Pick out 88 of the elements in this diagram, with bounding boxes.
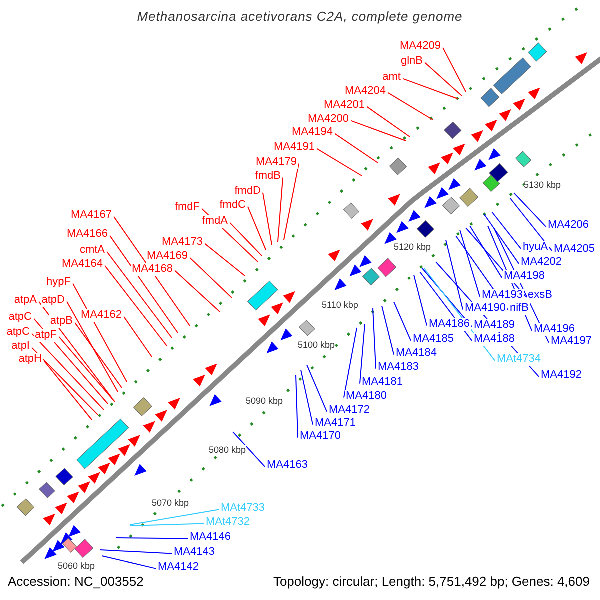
- leader-line: [446, 240, 464, 310]
- leader-line: [38, 301, 112, 398]
- genome-summary-text: Topology: circular; Length: 5,751,492 bp; Genes: 4,609: [273, 574, 590, 590]
- leader-line: [350, 120, 406, 142]
- gene-label: atpC: [8, 311, 33, 324]
- leader-line: [116, 538, 188, 540]
- gene-label: exsB: [527, 289, 554, 302]
- leader-line: [484, 214, 520, 264]
- leader-line: [100, 550, 172, 554]
- leader-line: [366, 106, 410, 138]
- leader-line: [372, 308, 376, 370]
- leader-line: [44, 360, 92, 420]
- gene-label: atpC: [6, 326, 31, 339]
- scale-label: 5090 kbp: [246, 396, 284, 407]
- gene-label: MA4198: [503, 270, 546, 283]
- leader-line: [334, 133, 378, 164]
- leader-line: [422, 268, 472, 328]
- gene-label: MA4179: [255, 156, 298, 169]
- leader-line: [58, 336, 116, 402]
- leader-line: [110, 235, 178, 334]
- scale-label: 5060 kbp: [58, 561, 96, 572]
- leader-line: [204, 243, 246, 276]
- gene-label: hyuA: [522, 241, 550, 254]
- leader-line: [382, 306, 394, 356]
- scale-label: 5120 kbp: [394, 242, 432, 253]
- leader-line: [102, 556, 156, 570]
- gene-label: MA4168: [131, 263, 174, 276]
- leader-line: [248, 206, 266, 250]
- leader-line: [460, 230, 480, 298]
- leader-line: [442, 47, 466, 92]
- gene-label: atpH: [18, 353, 43, 366]
- leader-line: [130, 509, 220, 526]
- gene-label: MA4193: [481, 289, 524, 302]
- leader-line: [104, 265, 168, 346]
- leader-line: [124, 316, 152, 358]
- leader-line: [402, 78, 458, 100]
- gene-label: nifB: [509, 302, 530, 315]
- scale-label: 5080 kbp: [209, 445, 246, 456]
- scale-label: 5110 kbp: [322, 300, 358, 311]
- leader-line: [32, 347, 98, 416]
- gene-label: MA4169: [146, 250, 189, 263]
- gene-label: MA4186: [428, 318, 471, 331]
- leader-line: [262, 192, 272, 246]
- leader-line: [190, 257, 232, 298]
- leader-line: [278, 177, 284, 242]
- leader-line: [316, 148, 362, 176]
- gene-label: atpB: [49, 315, 74, 328]
- leader-line: [174, 270, 220, 312]
- leader-line: [306, 364, 328, 412]
- leader-line: [414, 274, 428, 326]
- gene-label: MA4196: [533, 323, 576, 336]
- gene-label: MA4188: [473, 333, 516, 346]
- scale-label: 5070 kbp: [152, 498, 190, 509]
- leader-line: [114, 216, 190, 326]
- accession-text: Accession: NC_003552: [8, 574, 144, 590]
- scale-label: 5100 kbp: [298, 340, 336, 351]
- gene-label: MAt4734: [496, 353, 542, 366]
- leader-line: [394, 302, 412, 342]
- scale-label: 5130 kbp: [524, 180, 562, 191]
- leader-line: [106, 251, 172, 338]
- leader-line: [130, 523, 204, 526]
- leader-line: [388, 92, 434, 120]
- leader-line: [296, 374, 298, 438]
- gene-label: hypF: [46, 276, 72, 289]
- gene-label: fmdA: [201, 215, 229, 228]
- leader-line: [284, 163, 300, 240]
- title: Methanosarcina acetivorans C2A, complete genome: [136, 10, 464, 23]
- leader-line: [492, 212, 522, 250]
- leader-line: [360, 324, 366, 384]
- leader-line: [74, 322, 122, 388]
- gene-label: atpD: [40, 294, 66, 307]
- leader-line: [470, 226, 502, 278]
- gene-label: MA4162: [80, 309, 123, 322]
- gene-label: atpA: [13, 294, 38, 307]
- leader-line: [232, 432, 266, 468]
- leader-line: [230, 222, 262, 256]
- leader-line: [424, 62, 462, 96]
- gene-label: atpI: [10, 340, 31, 353]
- leader-line: [32, 333, 104, 410]
- gene-label: atpF: [34, 329, 58, 342]
- leader-line: [344, 328, 358, 398]
- leader-line: [66, 301, 118, 392]
- gene-label: MA4189: [473, 319, 516, 332]
- gene-label: glnB: [400, 55, 424, 68]
- leader-line: [300, 370, 314, 426]
- leader-line: [510, 198, 552, 252]
- gene-label: MA4190: [464, 302, 507, 315]
- leader-line: [514, 192, 546, 228]
